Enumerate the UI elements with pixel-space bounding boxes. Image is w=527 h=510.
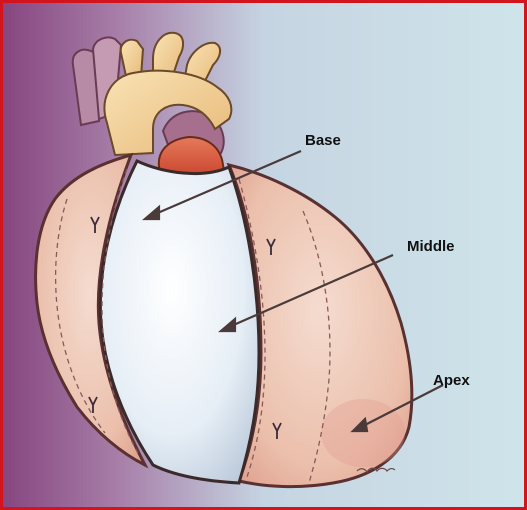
heart-wrap-illustration: Base Middle Apex: [3, 3, 524, 507]
label-middle: Middle: [407, 238, 455, 255]
label-apex: Apex: [433, 372, 470, 389]
apex-shading: [321, 399, 405, 467]
label-base: Base: [305, 132, 341, 149]
